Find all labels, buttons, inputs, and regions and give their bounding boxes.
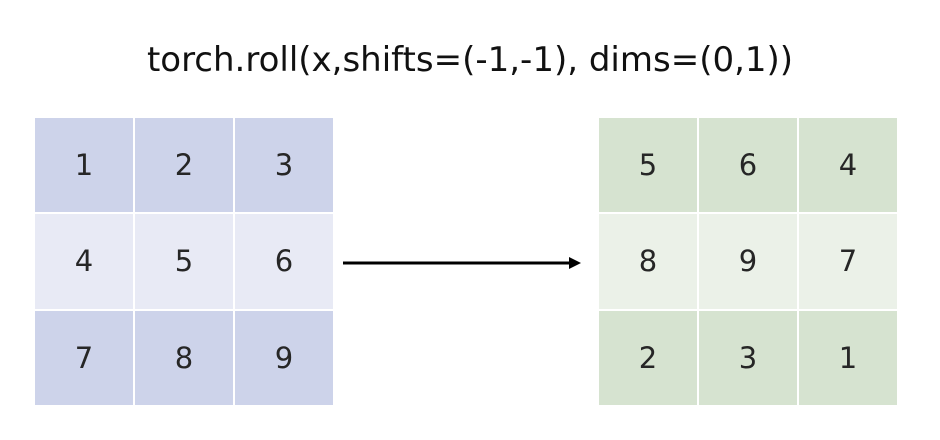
output-cell: 2 [599,310,697,405]
input-cell: 2 [135,118,233,213]
output-grid: 5 6 4 8 9 7 2 3 1 [599,118,897,405]
diagram-title: torch.roll(x,shifts=(-1,-1), dims=(0,1)) [146,40,794,80]
input-grid: 1 2 3 4 5 6 7 8 9 [35,118,333,405]
output-cell: 8 [599,214,697,309]
input-cell: 6 [235,214,333,309]
input-cell: 8 [135,310,233,405]
output-cell: 5 [599,118,697,213]
output-cell: 1 [799,310,897,405]
output-cell: 3 [699,310,797,405]
output-cell: 4 [799,118,897,213]
arrow-icon [343,257,581,269]
input-cell: 4 [35,214,133,309]
arrow-head [569,257,581,269]
output-cell: 6 [699,118,797,213]
input-cell: 5 [135,214,233,309]
output-cell: 9 [699,214,797,309]
input-cell: 9 [235,310,333,405]
input-cell: 7 [35,310,133,405]
input-cell: 1 [35,118,133,213]
input-cell: 3 [235,118,333,213]
output-cell: 7 [799,214,897,309]
